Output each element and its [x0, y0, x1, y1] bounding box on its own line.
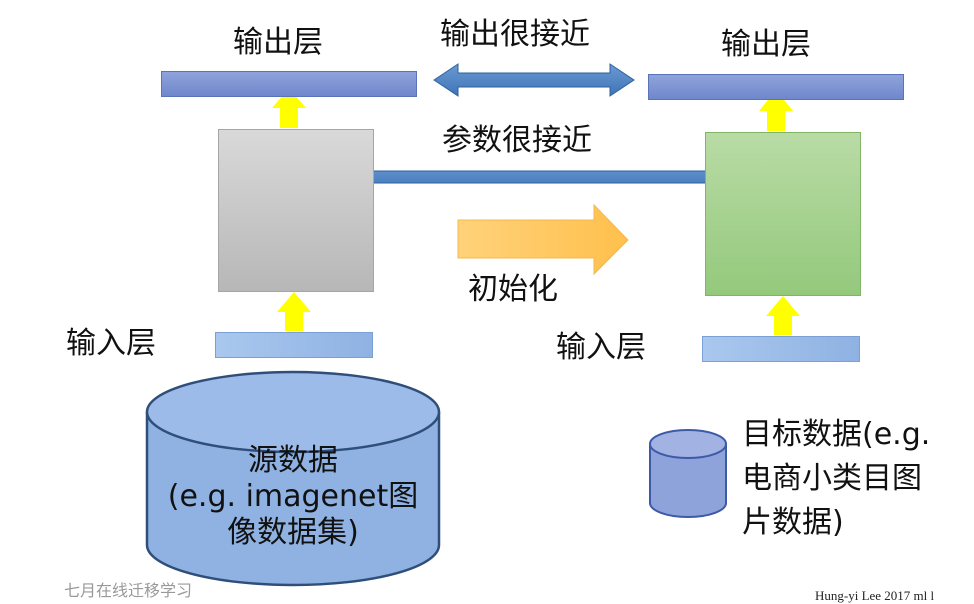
init-label: 初始化 — [468, 272, 558, 307]
source-input-layer-bar — [215, 332, 373, 358]
init-arrow — [457, 203, 629, 276]
source-up-arrow-bottom — [277, 292, 311, 331]
target-output-layer-bar — [648, 74, 904, 100]
target-up-arrow-top — [759, 90, 793, 131]
target-data-line2: 电商小类目图 — [742, 461, 922, 496]
source-data-cylinder — [145, 370, 441, 587]
footer-watermark: 七月在线迁移学习 — [64, 581, 193, 600]
source-model-box — [218, 129, 374, 292]
output-similar-arrow — [433, 63, 635, 97]
source-input-label: 输入层 — [66, 326, 156, 361]
source-data-line2: (e.g. imagenet图 — [167, 479, 419, 514]
target-input-label: 输入层 — [556, 330, 646, 365]
source-up-arrow-top — [272, 88, 306, 128]
target-up-arrow-bottom — [766, 296, 800, 335]
source-output-layer-bar — [161, 71, 417, 97]
target-data-cylinder — [649, 429, 727, 518]
footer-credit: Hung-yi Lee 2017 ml l — [815, 588, 935, 603]
source-output-label: 输出层 — [233, 25, 323, 60]
target-output-label: 输出层 — [721, 27, 811, 62]
target-model-box — [705, 132, 861, 296]
target-data-line3: 片数据) — [742, 505, 844, 540]
source-data-line1: 源数据 — [248, 443, 338, 478]
target-input-layer-bar — [702, 336, 860, 362]
source-data-line3: 像数据集) — [227, 515, 359, 550]
output-similar-label: 输出很接近 — [440, 17, 590, 52]
params-similar-label: 参数很接近 — [442, 123, 592, 158]
target-data-line1: 目标数据(e.g. — [742, 417, 931, 452]
source-data-text: 源数据 (e.g. imagenet图 像数据集) — [158, 443, 428, 551]
